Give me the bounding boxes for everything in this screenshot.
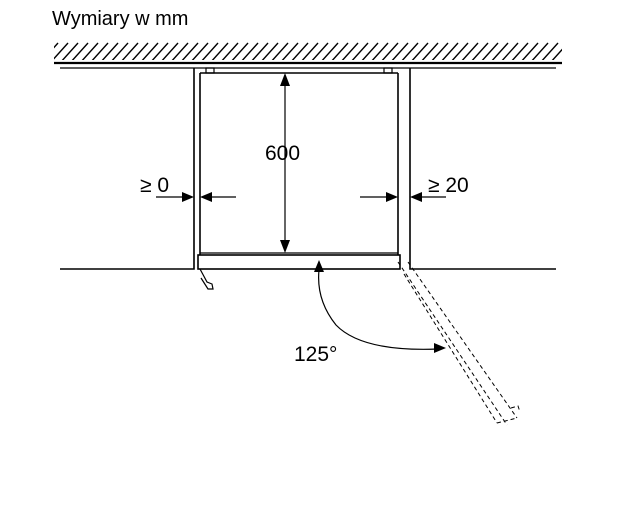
depth-label: 600: [265, 142, 300, 165]
right-gap-dimension: [360, 192, 446, 202]
hatch-stroke: [401, 42, 419, 60]
hatch-stroke: [491, 42, 509, 60]
hatch-stroke: [161, 42, 179, 60]
hatch-stroke: [221, 42, 239, 60]
hatch-stroke: [481, 42, 499, 60]
hatch-stroke: [271, 42, 289, 60]
hatch-stroke: [421, 42, 439, 60]
hatch-stroke: [201, 42, 219, 60]
hatch-stroke: [570, 43, 588, 63]
hatch-stroke: [441, 42, 459, 60]
left-gap-dimension: [156, 192, 236, 202]
right-gap-label: ≥ 20: [428, 174, 469, 197]
hatch-stroke: [451, 42, 469, 60]
hatch-stroke: [54, 42, 59, 49]
ceiling-hatching: [54, 42, 598, 63]
hatch-stroke: [391, 42, 409, 60]
hatch-stroke: [531, 42, 549, 60]
hatch-stroke: [54, 42, 69, 60]
hatch-stroke: [461, 42, 479, 60]
hatch-stroke: [371, 42, 389, 60]
hatch-stroke: [241, 42, 259, 60]
door-angle-label: 125°: [294, 343, 337, 366]
hatch-stroke: [71, 42, 89, 60]
hatch-stroke: [151, 42, 169, 60]
hatch-stroke: [501, 42, 519, 60]
door-open-dashed: [397, 261, 521, 426]
hatch-stroke: [121, 42, 139, 60]
depth-dimension: [280, 73, 290, 253]
hatch-stroke: [231, 42, 249, 60]
hatch-stroke: [111, 42, 129, 60]
hatch-stroke: [331, 42, 349, 60]
hatch-stroke: [101, 42, 119, 60]
left-cabinet: [60, 68, 195, 270]
hatch-stroke: [361, 42, 379, 60]
hatch-stroke: [511, 42, 529, 60]
hatch-stroke: [91, 42, 109, 60]
hatch-stroke: [131, 42, 149, 60]
hatch-stroke: [580, 43, 598, 63]
door-angle-arc: [314, 260, 446, 353]
hatch-stroke: [251, 42, 269, 60]
hatch-stroke: [141, 42, 159, 60]
hatch-stroke: [291, 42, 309, 60]
hatch-stroke: [281, 42, 299, 60]
hatch-stroke: [521, 42, 539, 60]
door-closed: [197, 254, 401, 290]
hatch-stroke: [261, 42, 279, 60]
diagram-title: Wymiary w mm: [52, 8, 188, 30]
hatch-stroke: [351, 42, 369, 60]
hatch-stroke: [311, 42, 329, 60]
left-gap-label: ≥ 0: [140, 174, 169, 197]
hatch-stroke: [181, 42, 199, 60]
hatch-stroke: [471, 42, 489, 60]
hatch-stroke: [81, 42, 99, 60]
hatch-stroke: [61, 42, 79, 60]
hatch-stroke: [431, 42, 449, 60]
appliance-body: [199, 67, 399, 255]
hatch-stroke: [321, 42, 339, 60]
hatch-stroke: [381, 42, 399, 60]
hatch-stroke: [301, 42, 319, 60]
hatch-stroke: [211, 42, 229, 60]
hatch-stroke: [561, 59, 562, 60]
hatch-stroke: [551, 48, 562, 60]
hatch-stroke: [541, 42, 559, 60]
hatch-stroke: [191, 42, 209, 60]
hatch-stroke: [411, 42, 429, 60]
hatch-stroke: [171, 42, 189, 60]
hatch-stroke: [341, 42, 359, 60]
right-cabinet: [409, 68, 556, 270]
